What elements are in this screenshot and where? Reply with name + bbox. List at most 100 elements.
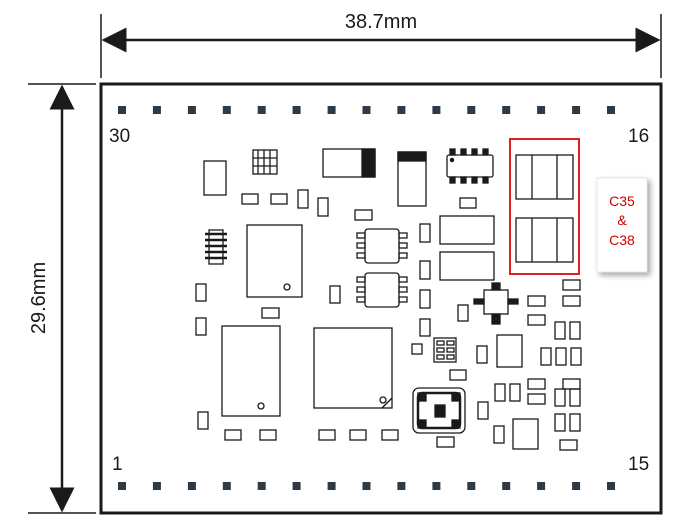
highlight-c35-c38 — [509, 138, 580, 275]
component-r7 — [419, 223, 431, 243]
component-r12 — [197, 411, 209, 430]
component-r19 — [562, 295, 581, 307]
component-r24 — [476, 345, 488, 364]
component-r32 — [527, 393, 546, 405]
component-r35 — [569, 388, 581, 407]
component-r42 — [259, 429, 277, 441]
component-r41 — [224, 429, 242, 441]
component-ic-large-3 — [313, 327, 393, 409]
component-c1 — [203, 160, 227, 196]
component-r6 — [459, 197, 477, 209]
component-r46 — [436, 436, 455, 448]
bottom-pad — [292, 482, 301, 490]
height-label: 29.6mm — [28, 262, 50, 334]
component-r20 — [554, 321, 566, 340]
component-ic-soic — [446, 148, 494, 184]
component-r23 — [411, 343, 423, 355]
component-r44 — [349, 429, 367, 441]
component-r18 — [562, 279, 581, 291]
component-r17 — [527, 314, 546, 326]
component-r29 — [494, 383, 506, 402]
component-r16 — [527, 295, 546, 307]
component-r39 — [569, 413, 581, 432]
top-pad — [327, 106, 336, 114]
callout-line-3: C38 — [609, 232, 635, 248]
top-pad — [257, 106, 266, 114]
component-transistor — [473, 282, 519, 325]
top-pad-row — [118, 106, 615, 114]
top-pad — [467, 106, 476, 114]
width-dimension: 38.7mm — [100, 11, 662, 78]
bottom-pad — [152, 482, 161, 490]
top-pad — [537, 106, 546, 114]
component-r45 — [381, 429, 399, 441]
bottom-pad — [187, 482, 196, 490]
top-pad — [397, 106, 406, 114]
component-r14 — [261, 307, 280, 319]
bottom-pad — [502, 482, 511, 490]
component-connector — [205, 229, 227, 265]
top-pad — [502, 106, 511, 114]
component-r40 — [559, 439, 578, 451]
highlight-box — [509, 138, 580, 275]
component-r34 — [554, 388, 566, 407]
component-r8 — [419, 260, 431, 280]
component-ic-large-2 — [221, 325, 281, 417]
top-pad — [152, 106, 161, 114]
top-pad — [607, 106, 615, 114]
component-ic-large-1 — [246, 224, 303, 298]
bottom-pad — [118, 482, 126, 490]
bottom-pad — [257, 482, 266, 490]
bottom-pad-row — [118, 482, 615, 490]
top-pad — [292, 106, 301, 114]
component-ic-mid-2 — [356, 272, 408, 308]
capacitor-c35 — [515, 154, 574, 200]
component-sot-vertical — [397, 151, 427, 207]
bottom-pad — [607, 482, 615, 490]
component-r4 — [317, 197, 329, 217]
top-pad — [572, 106, 581, 114]
bottom-pad — [432, 482, 441, 490]
bottom-pad — [537, 482, 546, 490]
component-r27 — [570, 347, 582, 366]
component-r25 — [540, 347, 552, 366]
top-pad — [432, 106, 441, 114]
bottom-pad — [362, 482, 371, 490]
component-r15 — [457, 304, 469, 322]
pin-label-1: 1 — [112, 454, 123, 475]
component-cap-large-2 — [512, 418, 539, 450]
bottom-pad — [222, 482, 231, 490]
component-inductor-1 — [439, 215, 495, 245]
callout-line-2: & — [617, 212, 627, 228]
component-r37 — [493, 425, 505, 444]
component-switch — [412, 387, 466, 434]
component-r9 — [419, 289, 431, 309]
component-r11 — [195, 317, 207, 336]
bottom-pad — [572, 482, 581, 490]
top-pad — [222, 106, 231, 114]
component-r43 — [318, 429, 336, 441]
callout-line-1: C35 — [609, 193, 635, 209]
bottom-pad — [467, 482, 476, 490]
component-cap-large — [496, 334, 523, 368]
component-r22 — [419, 318, 431, 337]
component-r5 — [354, 209, 373, 221]
component-r3 — [297, 189, 309, 209]
component-r1 — [241, 193, 259, 205]
pin-label-16: 16 — [628, 126, 649, 147]
bottom-pad — [327, 482, 336, 490]
component-r30 — [509, 383, 521, 402]
top-pad — [362, 106, 371, 114]
pin-label-30: 30 — [109, 126, 130, 147]
pin-label-15: 15 — [628, 454, 649, 475]
component-r36 — [477, 401, 489, 420]
bottom-pad — [397, 482, 406, 490]
component-ic-mid-1 — [356, 228, 408, 264]
top-pad — [118, 106, 126, 114]
capacitor-c38 — [515, 217, 574, 263]
top-pad — [187, 106, 196, 114]
component-r2 — [270, 193, 288, 205]
component-r10 — [195, 283, 207, 302]
component-r31 — [527, 378, 546, 390]
